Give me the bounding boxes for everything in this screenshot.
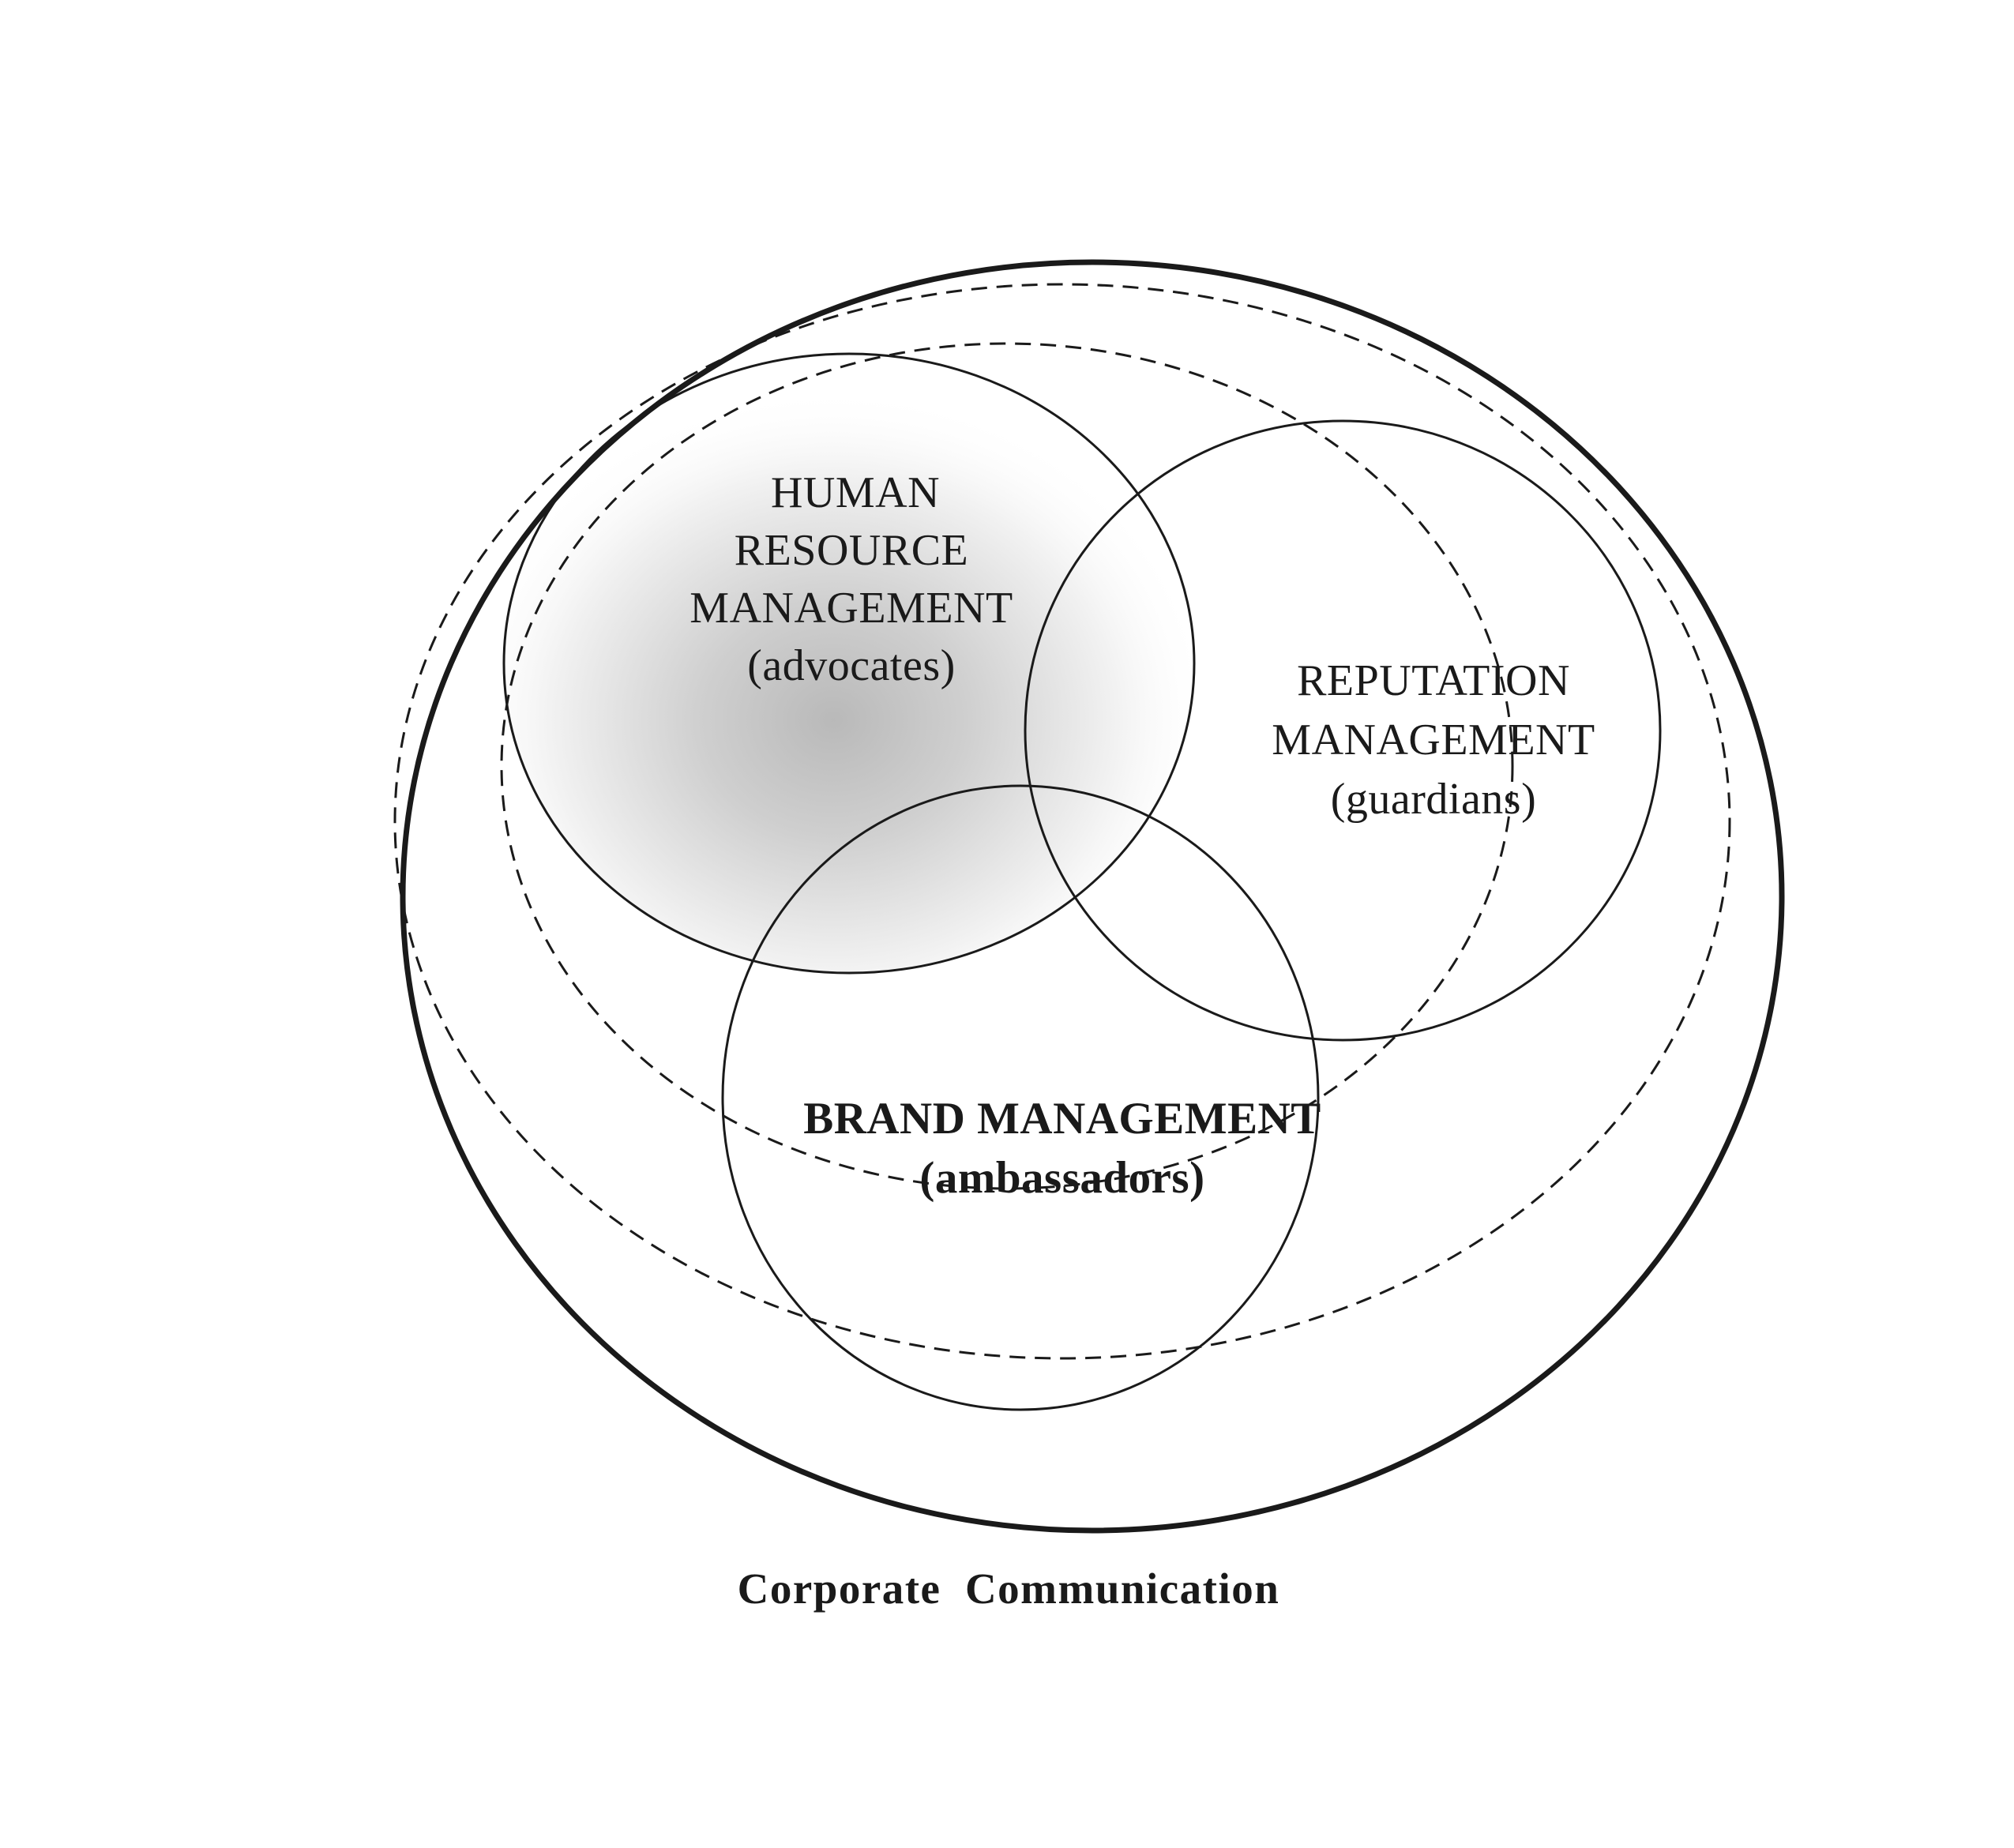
hrm-label-role: (advocates) xyxy=(747,641,956,690)
dashed-inner-ellipse xyxy=(500,342,1514,1190)
brand-label-role: (ambassadors) xyxy=(919,1153,1204,1203)
hrm-shading xyxy=(504,355,1194,973)
hrm-label-line-2: RESOURCE xyxy=(735,526,969,575)
corporate-communication-ellipse xyxy=(400,259,1785,1534)
dashed-outer-ellipse xyxy=(393,283,1731,1360)
reputation-label-role: (guardians) xyxy=(1331,775,1537,824)
hrm-circle xyxy=(502,352,1196,975)
reputation-label-line-1: REPUTATION xyxy=(1297,656,1570,705)
brand-label: BRAND MANAGEMENT (ambassadors) xyxy=(803,1094,1321,1203)
diagram-caption: Corporate Communication xyxy=(738,1564,1280,1613)
brand-circle xyxy=(721,784,1320,1411)
reputation-label: REPUTATION MANAGEMENT (guardians) xyxy=(1272,656,1595,824)
hrm-label-line-3: MANAGEMENT xyxy=(689,584,1013,633)
brand-label-line-1: BRAND MANAGEMENT xyxy=(803,1094,1321,1144)
hrm-label: HUMAN RESOURCE MANAGEMENT (advocates) xyxy=(689,468,1013,690)
reputation-label-line-2: MANAGEMENT xyxy=(1272,716,1595,764)
reputation-circle xyxy=(1024,419,1662,1042)
hrm-label-line-1: HUMAN xyxy=(771,468,940,517)
